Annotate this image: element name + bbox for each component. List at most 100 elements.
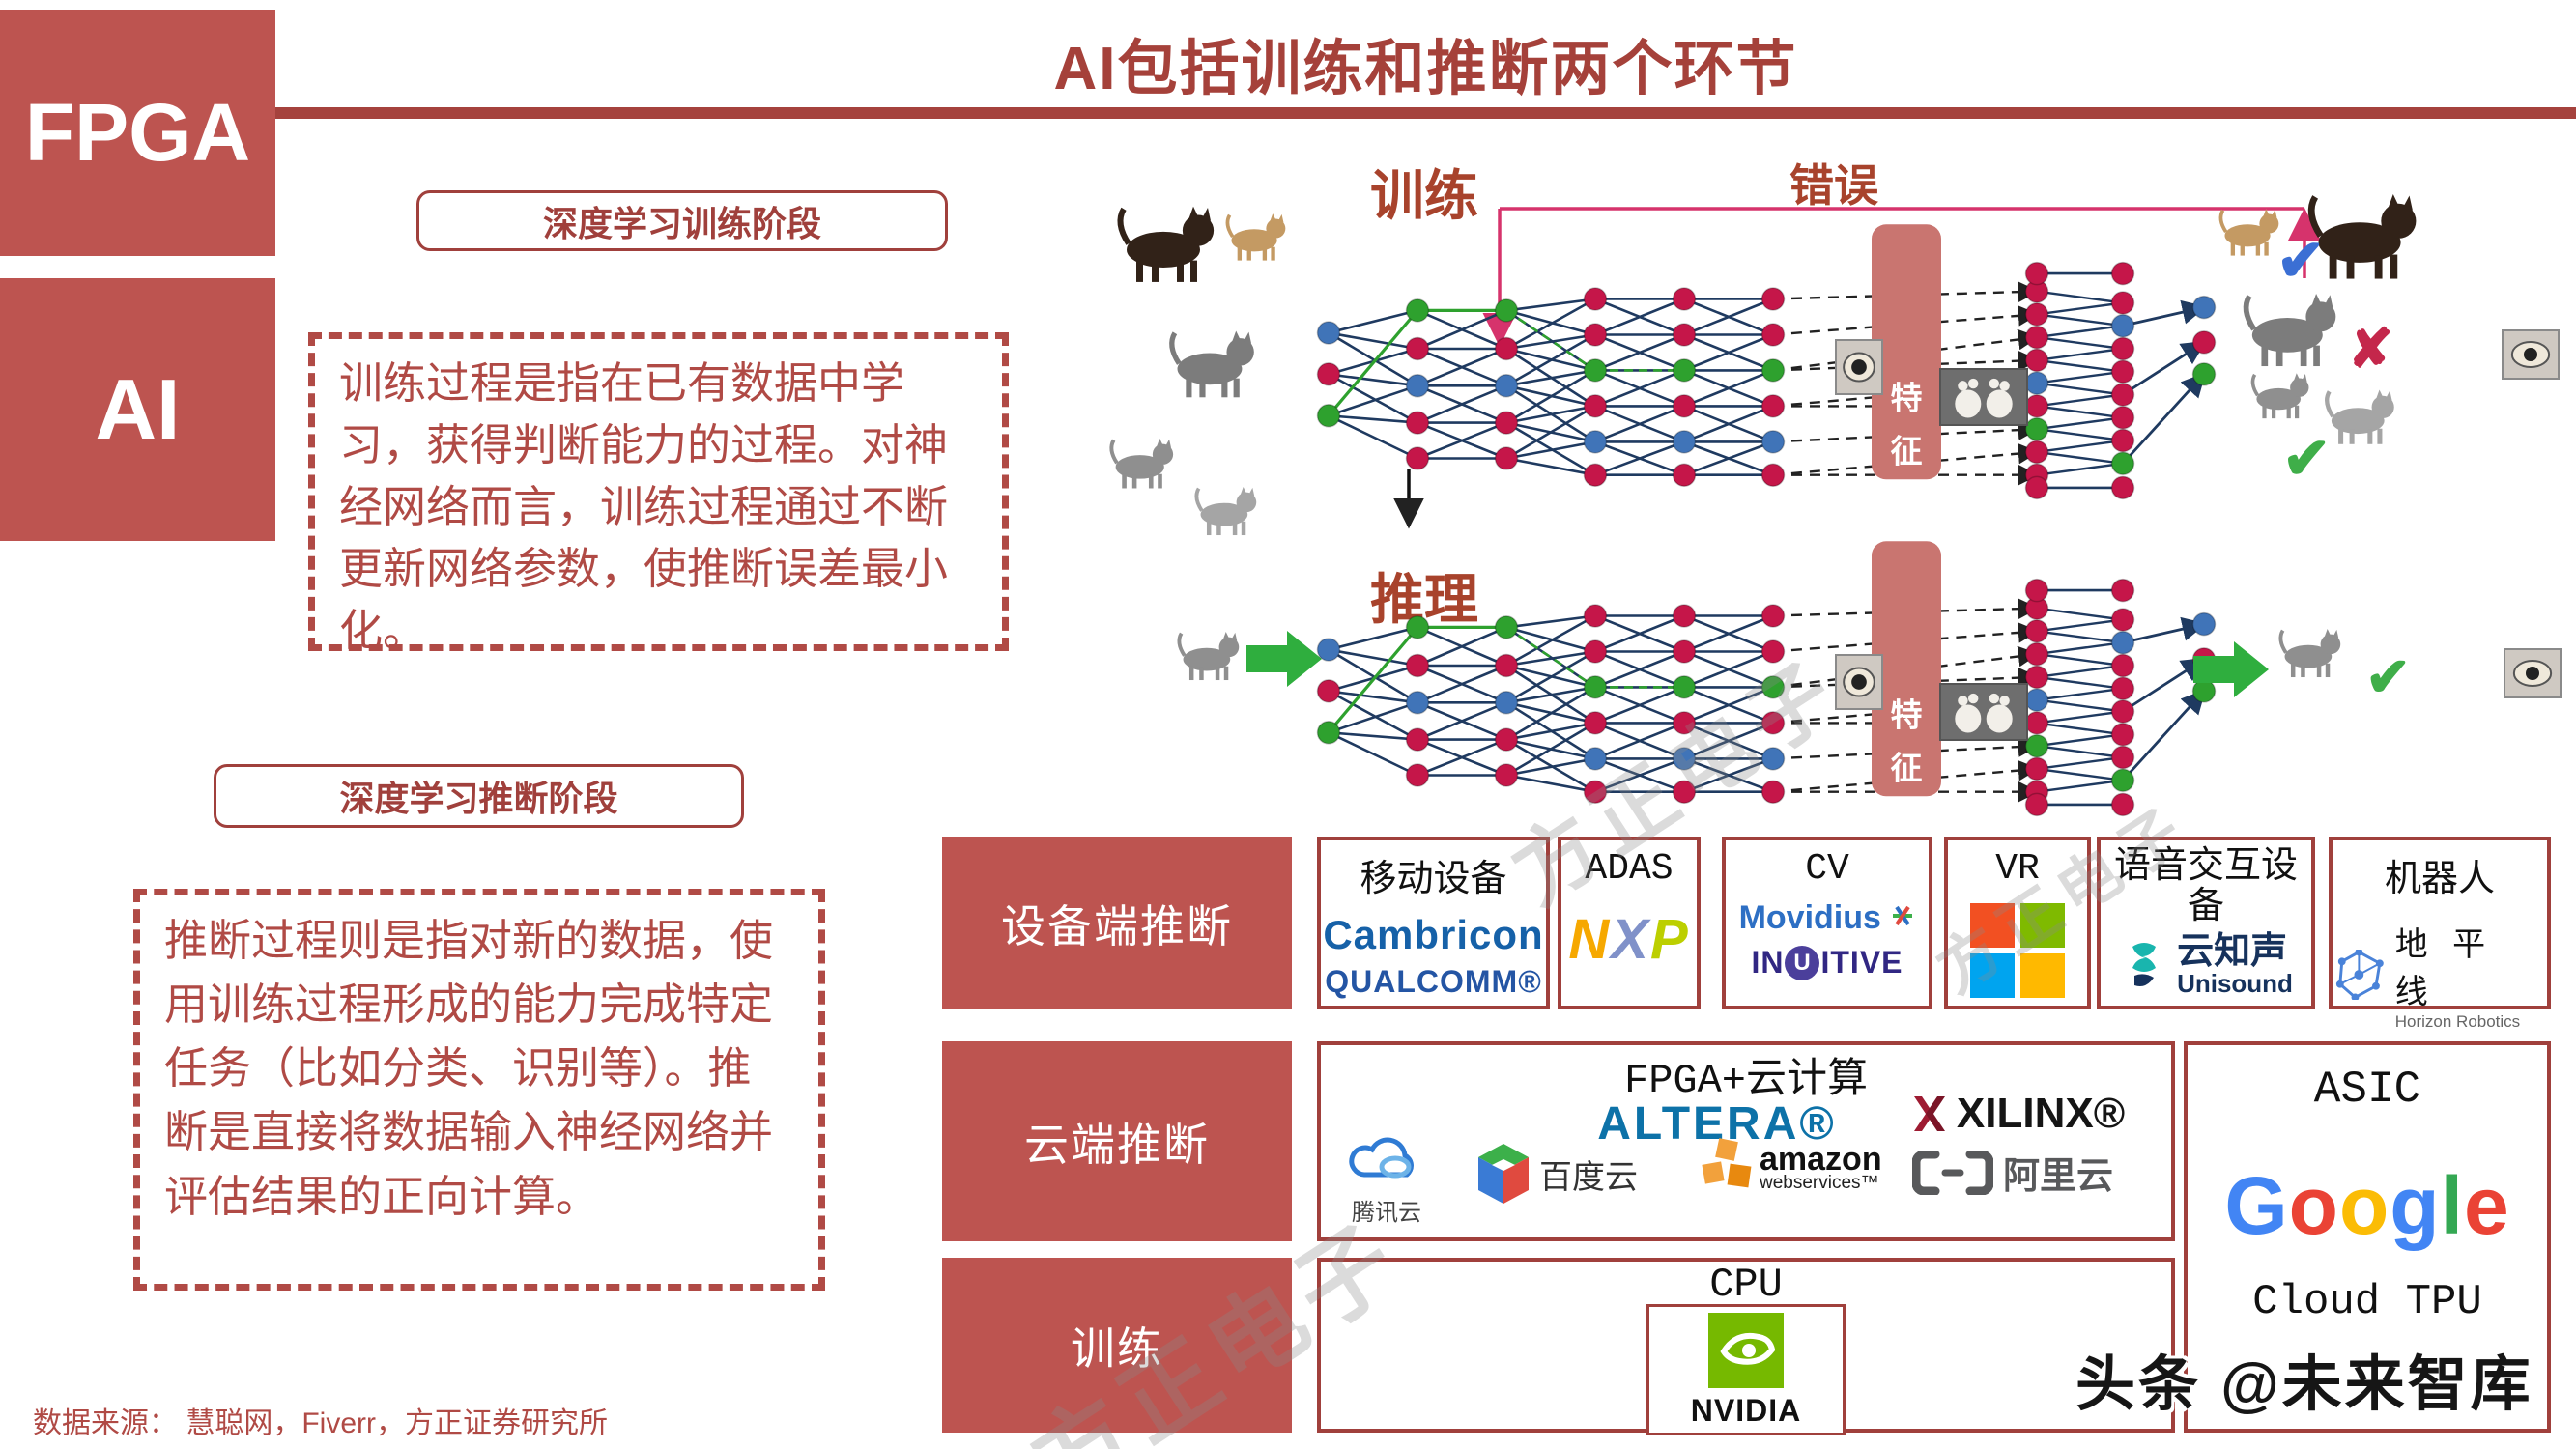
training-stage-header: 深度学习训练阶段: [416, 190, 948, 251]
svg-text:征: 征: [1891, 434, 1923, 469]
svg-text:✔: ✔: [2276, 228, 2325, 293]
cell-voice-devices: 语音交互设备 云知声 Unisound: [2097, 837, 2315, 1009]
cell-robot: 机器人 地 平 线 Horizon Robotics: [2329, 837, 2551, 1031]
svg-text:✔: ✔: [2365, 646, 2411, 707]
svg-text:征: 征: [1891, 751, 1923, 786]
animal-icon: [1177, 632, 1240, 681]
asic-title: ASIC: [2313, 1065, 2421, 1115]
movidius-mark-icon: [1893, 905, 1913, 926]
animal-icon: [1225, 213, 1286, 261]
cambricon-logo: Cambricon: [1323, 912, 1544, 957]
training-stage-header-text: 深度学习训练阶段: [542, 203, 821, 243]
title-underline: [275, 107, 2576, 119]
cell-cpu-training: CPU NVIDIA: [1317, 1258, 2175, 1435]
fpga-label: FPGA: [24, 87, 251, 178]
inference-description-box: 推断过程则是指对新的数据，使用训练过程形成的能力完成特定任务（比如分类、识别等）…: [133, 889, 825, 1291]
tencent-cloud-logo: 腾讯云: [1338, 1134, 1435, 1227]
svg-text:✔: ✔: [2282, 426, 2331, 491]
source-note: 数据来源： 慧聪网，Fiverr，方正证券研究所: [33, 1407, 608, 1439]
horizon-en: Horizon Robotics: [2394, 1012, 2521, 1031]
cell-cloud-inference: FPGA+云计算 ALTERA® XILINX® 腾讯云 百度云: [1317, 1041, 2175, 1241]
unisound-en: Unisound: [2177, 969, 2293, 999]
tencent-cloud-label: 腾讯云: [1352, 1200, 1421, 1226]
tencent-cloud-icon: [1349, 1137, 1414, 1179]
feature-thumb-eye: [2504, 648, 2562, 698]
nvidia-label: NVIDIA: [1690, 1393, 1802, 1428]
horizon-glyph-icon: [2335, 950, 2384, 1000]
animal-icon: [1109, 438, 1174, 489]
cell-adas: ADAS NXP: [1558, 837, 1701, 1009]
row-label-cloud-inference: 云端推断: [942, 1041, 1292, 1241]
alicloud-logo: 阿里云: [1912, 1146, 2113, 1199]
horizon-cn: 地 平 线: [2394, 926, 2494, 1010]
animal-icon: [2325, 389, 2394, 444]
sidebar-block-fpga: FPGA: [0, 10, 275, 256]
xilinx-logo: XILINX®: [1881, 1090, 2152, 1138]
altera-logo: ALTERA®: [1597, 1098, 1837, 1150]
feature-thumb-paws: [1939, 368, 2028, 426]
google-logo: Google: [2224, 1160, 2510, 1251]
row-label-training: 训练: [942, 1258, 1292, 1433]
ai-label: AI: [95, 361, 181, 457]
unisound-logo: 云知声 Unisound: [2101, 930, 2311, 999]
animal-icon: [2250, 373, 2309, 419]
page-title: AI包括训练和推断两个环节: [1053, 36, 1798, 102]
alicloud-brackets-icon: [1912, 1150, 1993, 1195]
svg-text:错误: 错误: [1789, 160, 1878, 211]
alicloud-label: 阿里云: [2003, 1156, 2114, 1197]
aws-logo: amazon webservices™: [1700, 1138, 1882, 1198]
animal-icon: [2307, 194, 2417, 279]
svg-text:特: 特: [1891, 697, 1923, 733]
animal-icon: [2218, 209, 2279, 256]
nvidia-eye-icon: [1708, 1313, 1784, 1388]
cell-mobile-devices: 移动设备 Cambricon QUALCOMM®: [1317, 837, 1550, 1009]
cell-title-voice: 语音交互设备: [2113, 847, 2298, 929]
cell-title-cv: CV: [1805, 848, 1849, 890]
cpu-title: CPU: [1709, 1262, 1783, 1308]
svg-text:训练: 训练: [1370, 165, 1478, 226]
animal-icon: [1117, 206, 1215, 282]
microsoft-logo: [1970, 903, 2065, 998]
cell-title-robot: 机器人: [2384, 861, 2495, 902]
nxp-logo: NXP: [1568, 908, 1690, 971]
cloud-tpu-label: Cloud TPU: [2252, 1278, 2482, 1326]
baidu-cloud-logo: 百度云: [1475, 1142, 1638, 1206]
inference-stage-header: 深度学习推断阶段: [214, 764, 744, 828]
nvidia-logo: NVIDIA: [1646, 1304, 1846, 1435]
amazon-sub-label: webservices™: [1760, 1173, 1879, 1194]
feature-thumb-eye: [2502, 329, 2560, 380]
animal-icon: [1194, 487, 1257, 536]
feature-thumb-paws: [1939, 683, 2028, 741]
cell-title-adas: ADAS: [1585, 848, 1674, 890]
horizon-logo: 地 平 线 Horizon Robotics: [2333, 918, 2547, 1032]
animal-icon: [1169, 330, 1254, 398]
animal-icon: [2278, 629, 2341, 678]
cell-asic: ASIC Google Cloud TPU: [2184, 1041, 2551, 1433]
baidu-cloud-label: 百度云: [1539, 1158, 1638, 1196]
sidebar-block-ai: AI: [0, 278, 275, 541]
aws-cubes-icon: [1702, 1138, 1752, 1188]
cell-vr: VR: [1944, 837, 2091, 1009]
unisound-glyph-icon: [2132, 943, 2157, 987]
qualcomm-logo: QUALCOMM®: [1325, 964, 1542, 999]
cloud-cell-title: FPGA+云计算: [1623, 1058, 1869, 1104]
animal-icon: [2243, 294, 2336, 367]
training-description-box: 训练过程是指在已有数据中学习，获得判断能力的过程。对神经网络而言，训练过程通过不…: [308, 332, 1009, 655]
svg-text:特: 特: [1891, 381, 1923, 416]
neural-network-diagram: 训练错误特征✔✘✔推理特征✔: [1063, 116, 2576, 836]
amazon-label: amazon: [1760, 1140, 1882, 1178]
credit-watermark: 头条 @未来智库: [2075, 1351, 2533, 1418]
unisound-cn: 云知声: [2177, 930, 2288, 972]
row-label-device-inference: 设备端推断: [942, 837, 1292, 1009]
movidius-logo: Movidius: [1726, 899, 1929, 937]
cell-title-mobile: 移动设备: [1360, 861, 1507, 902]
xilinx-mark-icon: [1913, 1096, 1945, 1131]
svg-text:✘: ✘: [2348, 318, 2393, 379]
feature-thumb-eye: [1835, 654, 1883, 710]
baidu-cloud-icon: [1478, 1144, 1529, 1204]
inference-stage-header-text: 深度学习推断阶段: [339, 779, 618, 818]
feature-thumb-eye: [1835, 339, 1883, 395]
